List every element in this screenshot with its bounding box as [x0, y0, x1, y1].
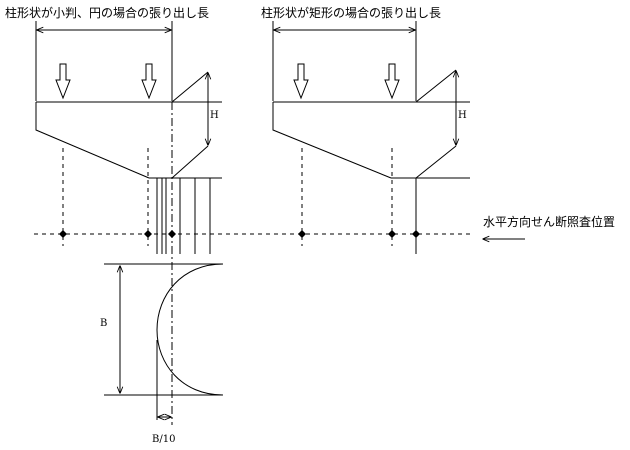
- left-load-arrow-2: [141, 63, 157, 100]
- left-footing-outline: [35, 101, 222, 179]
- right-footing-outline: [272, 101, 470, 179]
- left-overhang-dimension: [35, 21, 173, 101]
- shear-check-point-markers: [59, 230, 420, 238]
- column-plan-view: B B/10: [100, 263, 224, 445]
- left-h-dimension: H: [171, 71, 219, 179]
- right-load-arrow-1: [293, 63, 309, 100]
- left-title: 柱形状が小判、円の場合の張り出し長: [5, 5, 209, 20]
- left-column-lines: [156, 70, 211, 425]
- right-load-arrow-2: [384, 63, 400, 100]
- left-figure: H: [35, 21, 222, 425]
- b10-label: B/10: [152, 434, 175, 445]
- b-label: B: [100, 318, 107, 329]
- column-round-end-outline: [156, 263, 224, 396]
- b-dimension: B: [100, 266, 120, 393]
- right-h-label: H: [458, 110, 467, 121]
- left-load-arrow-1: [55, 63, 71, 100]
- shear-check-section-line: [34, 230, 470, 238]
- b10-dimension: B/10: [152, 417, 175, 445]
- right-figure: H: [272, 21, 470, 254]
- left-h-label: H: [210, 110, 219, 121]
- section-position-label: 水平方向せん断照査位置: [483, 214, 615, 229]
- right-overhang-dimension: [272, 21, 417, 101]
- right-title: 柱形状が矩形の場合の張り出し長: [261, 5, 441, 20]
- right-h-dimension: H: [415, 69, 467, 179]
